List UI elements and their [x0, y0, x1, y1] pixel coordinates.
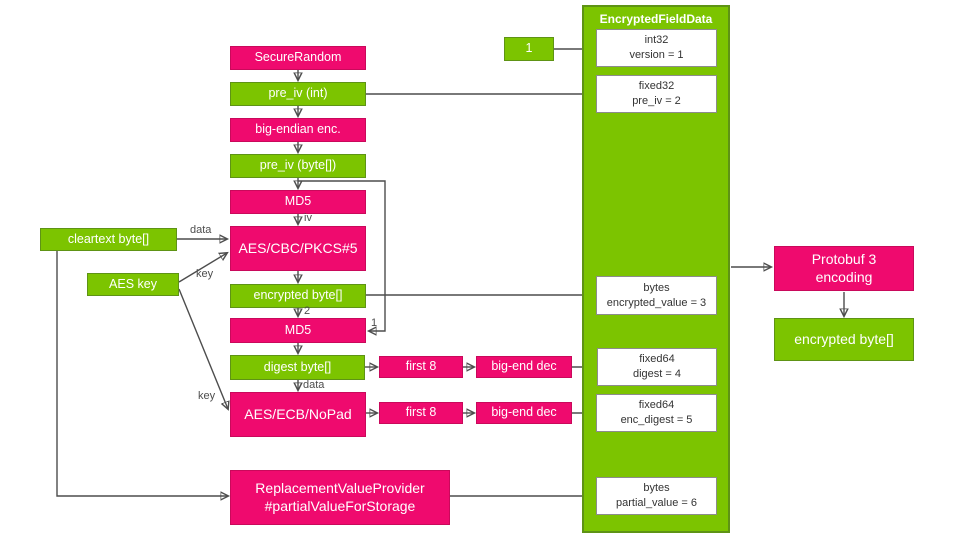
- edge-label-iv: iv: [304, 212, 312, 224]
- field-pre-iv-type: fixed32: [638, 80, 675, 92]
- node-md5-first: MD5: [230, 190, 366, 214]
- node-protobuf-encoding: Protobuf 3 encoding: [774, 246, 914, 291]
- node-bigend-digest: big-end dec: [476, 356, 572, 378]
- edge-label-order-1: 1: [371, 317, 378, 329]
- field-enc-digest-assign: enc_digest = 5: [620, 414, 693, 426]
- node-aes-ecb: AES/ECB/NoPad: [230, 392, 366, 437]
- field-version-assign: version = 1: [629, 49, 684, 61]
- field-version-type: int32: [644, 34, 669, 46]
- node-replacement-value-provider: ReplacementValueProvider #partialValueFo…: [230, 470, 450, 525]
- field-digest-assign: digest = 4: [632, 368, 681, 380]
- field-encrypted-value: bytes encrypted_value = 3: [596, 276, 717, 315]
- node-md5-second: MD5: [230, 318, 366, 343]
- node-output-encrypted-bytes: encrypted byte[]: [774, 318, 914, 361]
- field-pre-iv-assign: pre_iv = 2: [632, 95, 681, 107]
- field-enc-digest: fixed64 enc_digest = 5: [596, 394, 717, 432]
- container-title: EncryptedFieldData: [599, 12, 713, 26]
- node-pre-iv-bytes: pre_iv (byte[]): [230, 154, 366, 178]
- edge-label-data-digest: data: [303, 379, 325, 391]
- field-digest: fixed64 digest = 4: [597, 348, 717, 386]
- node-digest-bytes: digest byte[]: [230, 355, 365, 380]
- field-partial-value: bytes partial_value = 6: [596, 477, 717, 515]
- field-pre-iv: fixed32 pre_iv = 2: [596, 75, 717, 113]
- field-encrypted-value-type: bytes: [643, 281, 670, 294]
- edge-label-order-2: 2: [304, 305, 311, 317]
- node-bigend-enc: big-end dec: [476, 402, 572, 424]
- field-encrypted-value-assign: encrypted_value = 3: [606, 296, 707, 309]
- field-enc-digest-type: fixed64: [638, 399, 675, 411]
- node-secure-random: SecureRandom: [230, 46, 366, 70]
- node-first8-enc: first 8: [379, 402, 463, 424]
- node-pre-iv-int: pre_iv (int): [230, 82, 366, 106]
- node-cleartext-bytes: cleartext byte[]: [40, 228, 177, 251]
- node-first8-digest: first 8: [379, 356, 463, 378]
- node-big-endian-enc: big-endian enc.: [230, 118, 366, 142]
- node-constant-one: 1: [504, 37, 554, 61]
- field-partial-value-assign: partial_value = 6: [615, 497, 698, 509]
- field-digest-type: fixed64: [639, 353, 675, 365]
- edge-label-key-ecb: key: [198, 390, 216, 402]
- node-encrypted-bytes: encrypted byte[]: [230, 284, 366, 308]
- field-partial-value-type: bytes: [643, 482, 670, 494]
- field-version: int32 version = 1: [596, 29, 717, 67]
- node-aes-key: AES key: [87, 273, 179, 296]
- edge-label-data-cleartext: data: [190, 224, 212, 236]
- node-aes-cbc: AES/CBC/PKCS#5: [230, 226, 366, 271]
- edge-label-key-cbc: key: [196, 268, 214, 280]
